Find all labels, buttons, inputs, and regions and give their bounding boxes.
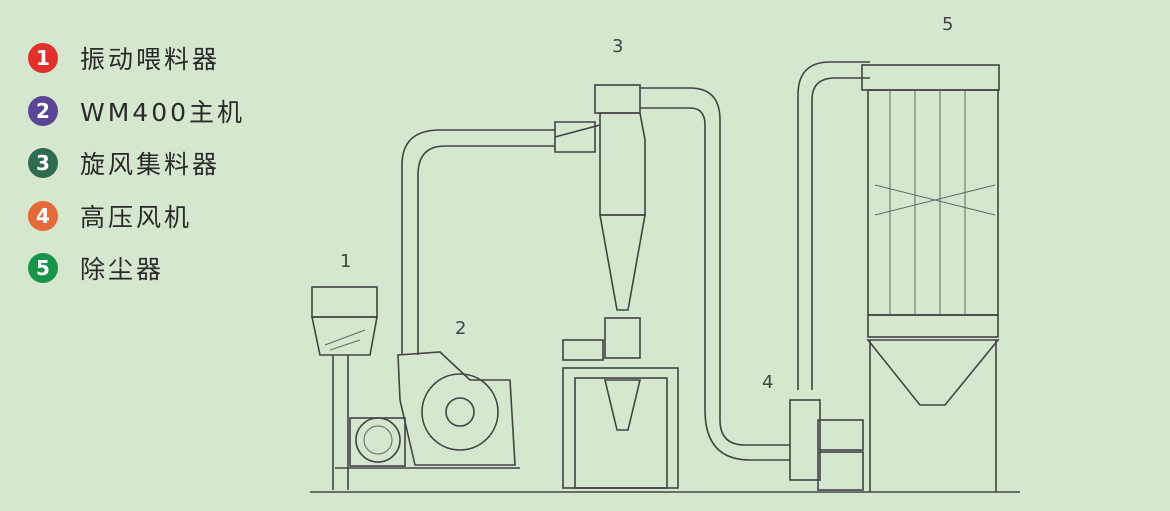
cyclone-drawing: [554, 84, 679, 489]
fan-drawing: [789, 399, 864, 491]
legend-item-fan: 4 高压风机: [28, 190, 245, 243]
legend-label: 除尘器: [80, 255, 165, 285]
legend-item-dust-collector: 5 除尘器: [28, 242, 245, 295]
legend-badge: 5: [28, 253, 58, 284]
legend-label: WM400主机: [80, 97, 246, 127]
legend-badge: 2: [28, 95, 58, 126]
legend-label: 高压风机: [80, 202, 193, 232]
legend-item-feeder: 1 振动喂料器: [28, 32, 245, 85]
legend-badge: 4: [28, 200, 58, 231]
label-dust-collector: 5: [942, 14, 953, 35]
label-mill: 2: [455, 318, 466, 339]
label-feeder: 1: [340, 251, 351, 272]
legend-item-main-mill: 2 WM400主机: [28, 85, 245, 138]
label-fan: 4: [762, 372, 773, 393]
legend: 1 振动喂料器 2 WM400主机 3 旋风集料器 4 高压风机 5 除尘器: [28, 32, 245, 295]
legend-badge: 1: [28, 43, 58, 74]
ducts: [401, 61, 870, 461]
mill-drawing: [335, 351, 520, 469]
legend-label: 振动喂料器: [80, 45, 221, 75]
legend-badge: 3: [28, 148, 58, 179]
legend-label: 旋风集料器: [80, 150, 221, 180]
legend-item-cyclone: 3 旋风集料器: [28, 137, 245, 190]
label-cyclone: 3: [612, 36, 623, 57]
dust-collector-drawing: [861, 64, 1000, 492]
